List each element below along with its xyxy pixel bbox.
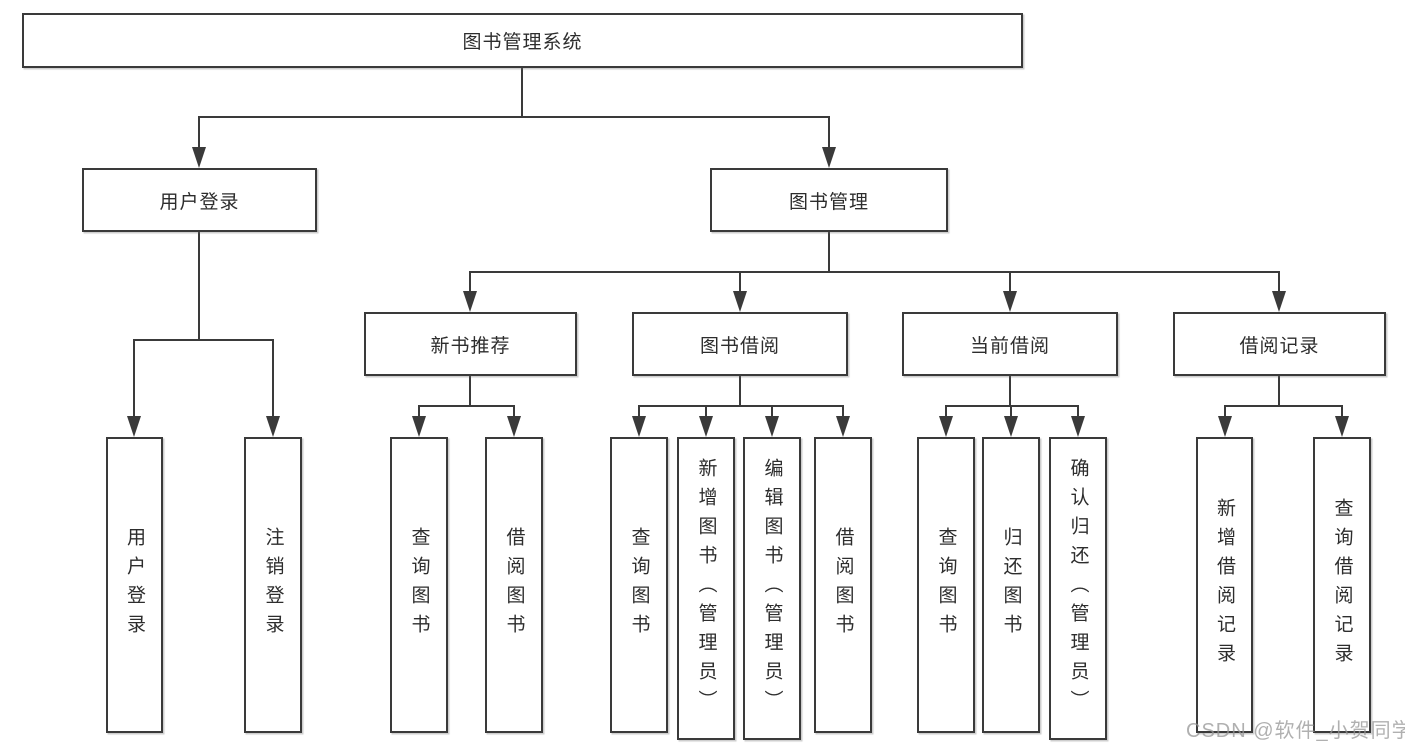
leaf-bb-add-book-admin-label: 新增图书（管理员） [695,458,717,719]
leaf-logout-login-label: 注销登录 [262,527,284,643]
leaf-cb-query-book-label: 查询图书 [935,527,957,643]
connector-borrow-records-children [1218,376,1349,437]
csdn-watermark: CSDN @软件_小贺同学 [1186,720,1405,742]
leaf-cb-return-book: 归还图书 [982,437,1040,733]
connector-book-borrow-children [632,376,850,437]
leaf-rec-borrow-book-label: 借阅图书 [503,527,525,643]
node-book-management: 图书管理 [710,168,948,232]
leaf-br-query-record-label: 查询借阅记录 [1331,498,1353,672]
leaf-br-query-record: 查询借阅记录 [1313,437,1371,733]
node-new-book-recommend: 新书推荐 [364,312,577,376]
leaf-bb-borrow-book-label: 借阅图书 [832,527,854,643]
leaf-cb-confirm-return-admin: 确认归还（管理员） [1049,437,1107,740]
leaf-bb-query-book-label: 查询图书 [628,527,650,643]
node-user-login: 用户登录 [82,168,317,232]
node-book-borrow: 图书借阅 [632,312,848,376]
leaf-cb-query-book: 查询图书 [917,437,975,733]
connector-user-login-children [127,232,280,437]
node-current-borrow: 当前借阅 [902,312,1118,376]
leaf-rec-borrow-book: 借阅图书 [485,437,543,733]
leaf-bb-edit-book-admin: 编辑图书（管理员） [743,437,801,740]
node-borrow-records: 借阅记录 [1173,312,1386,376]
connector-current-borrow-children [939,376,1085,437]
leaf-logout-login: 注销登录 [244,437,302,733]
leaf-user-login-label: 用户登录 [124,527,145,643]
leaf-bb-borrow-book: 借阅图书 [814,437,872,733]
node-root: 图书管理系统 [22,13,1023,68]
leaf-br-add-record: 新增借阅记录 [1196,437,1253,733]
leaf-rec-query-book-label: 查询图书 [408,527,430,643]
leaf-br-add-record-label: 新增借阅记录 [1214,498,1235,672]
leaf-bb-edit-book-admin-label: 编辑图书（管理员） [761,458,783,719]
leaf-user-login: 用户登录 [106,437,163,733]
leaf-bb-add-book-admin: 新增图书（管理员） [677,437,735,740]
leaf-cb-confirm-return-admin-label: 确认归还（管理员） [1067,458,1089,719]
connector-book-management-children [463,232,1286,312]
leaf-cb-return-book-label: 归还图书 [1000,527,1022,643]
leaf-bb-query-book: 查询图书 [610,437,668,733]
leaf-rec-query-book: 查询图书 [390,437,448,733]
connector-root-to-level2 [192,68,836,168]
connector-new-book-recommend-children [412,376,521,437]
